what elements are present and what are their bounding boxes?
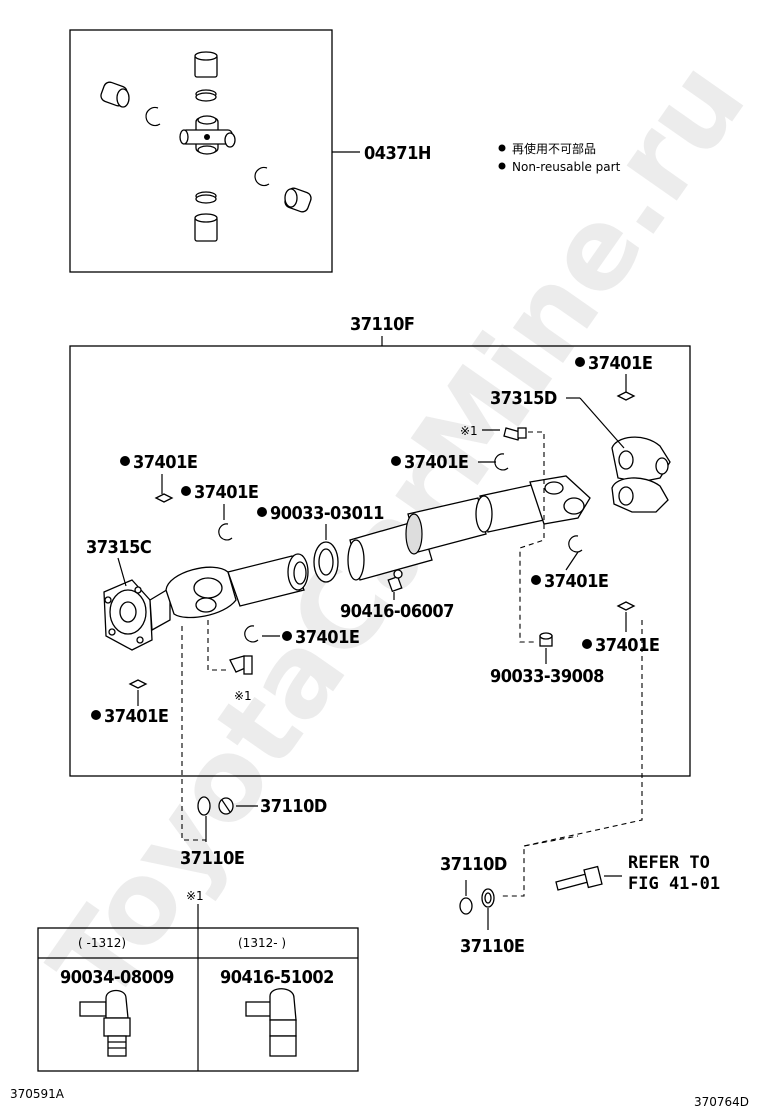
fitting-icon (387, 569, 403, 593)
label-snap-ring-7: 37401E (295, 627, 359, 648)
bearing-cap-icon (194, 191, 218, 242)
diagram-code-left: 370591A (10, 1087, 65, 1101)
label-kit: 04371H (364, 143, 431, 164)
ref-mark-upper: ※1 (460, 424, 478, 438)
label-washer-1: 37110E (180, 848, 244, 869)
plug-icon (539, 632, 553, 647)
rear-yoke-icon (529, 475, 591, 525)
label-plug-upper: 90033-03011 (270, 503, 384, 524)
label-assembly: 37110F (350, 314, 414, 335)
table-col1-part: 90034-08009 (60, 967, 174, 988)
spider-cross-icon (179, 115, 236, 155)
grease-fitting-angled-icon (245, 988, 297, 1057)
label-snap-ring-2: 37401E (404, 452, 468, 473)
label-snap-ring-3: 37401E (133, 452, 197, 473)
label-snap-ring-4: 37401E (194, 482, 258, 503)
note-non-reusable: Non-reusable part (512, 160, 621, 174)
label-snap-ring-6: 37401E (595, 635, 659, 656)
note-japanese: 再使用不可部品 (512, 141, 596, 156)
grease-fitting-icon (229, 655, 253, 675)
refer-line-1: REFER TO (628, 853, 710, 873)
table-col1-range: ( -1312) (78, 936, 126, 950)
refer-line-2: FIG 41-01 (628, 874, 720, 894)
label-snap-ring-5: 37401E (544, 571, 608, 592)
ref-mark-lower: ※1 (234, 689, 252, 703)
table-mark: ※1 (186, 889, 204, 903)
snap-ring-icon (145, 106, 161, 127)
bearing-cap-icon (284, 187, 312, 213)
washer-nut-icon (459, 888, 495, 915)
label-nut-2: 37110D (440, 854, 507, 875)
label-fitting-center: 90416-06007 (340, 601, 454, 622)
label-snap-ring-1: 37401E (588, 353, 652, 374)
diagram-code-right: 370764D (694, 1095, 749, 1109)
table-col2-range: (1312- ) (238, 936, 286, 950)
grease-fitting-icon (503, 427, 527, 441)
table-col2-part: 90416-51002 (220, 967, 334, 988)
front-shaft-icon (165, 553, 309, 619)
center-tube-icon (347, 483, 545, 581)
label-nut-1: 37110D (260, 796, 327, 817)
label-washer-2: 37110E (460, 936, 524, 957)
bolt-icon (555, 865, 603, 891)
kit-frame (69, 29, 333, 273)
snap-ring-group: 37401E 37401E 37401E 37401E 37401E 37401… (91, 353, 660, 727)
bearing-cap-icon (100, 81, 130, 108)
label-flange-left: 37315C (86, 537, 151, 558)
flange-yoke-right-icon (611, 436, 671, 513)
label-snap-ring-8: 37401E (104, 706, 168, 727)
label-plug-right: 90033-39008 (490, 666, 604, 687)
snap-ring-icon (254, 166, 270, 187)
label-flange-right: 37315D (490, 388, 557, 409)
flange-yoke-left-icon (103, 579, 171, 651)
grease-fitting-straight-icon (79, 989, 131, 1057)
washer-nut-icon (197, 796, 234, 816)
assembly-frame (69, 345, 691, 777)
bearing-cap-icon (194, 51, 218, 102)
